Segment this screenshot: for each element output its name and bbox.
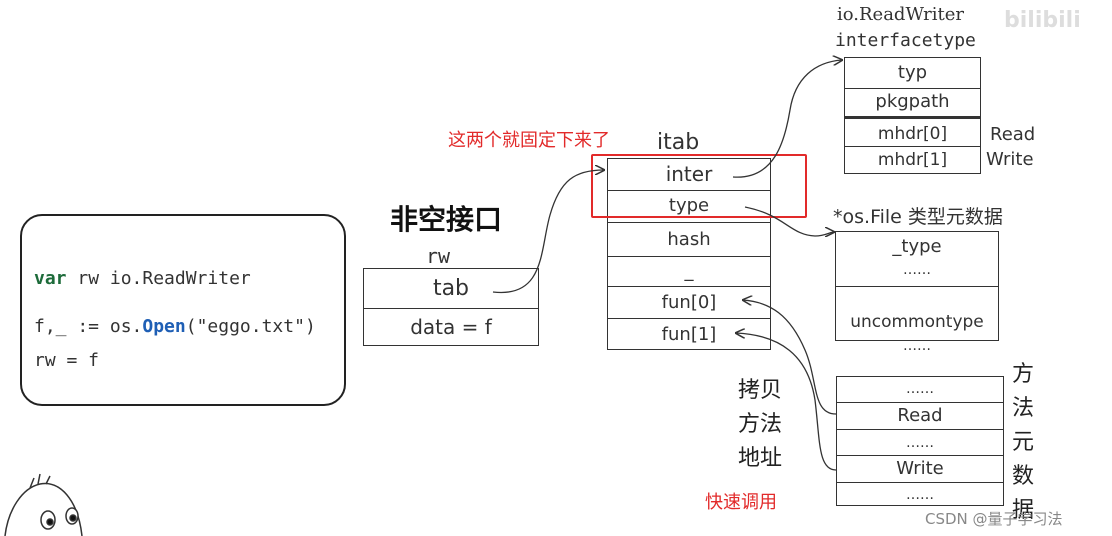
it-row-typ: typ — [897, 62, 928, 83]
method-row-dots-1: …… — [906, 381, 934, 397]
side-read: Read — [990, 124, 1036, 145]
method-label-char-3: 元 — [1011, 430, 1034, 455]
code-line-2-pre: f,_ := os. — [34, 316, 143, 337]
itab-row-blank: _ — [608, 256, 770, 286]
itab-row-type: type — [608, 190, 770, 222]
osfile-title: *os.File 类型元数据 — [833, 206, 1003, 228]
interfacetype-title: interfacetype — [835, 30, 976, 51]
method-row-write: Write — [837, 455, 1003, 482]
method-metadata-label: 方 法 元 数 据 — [1010, 358, 1036, 528]
code-box: var rw io.ReadWriter f,_ := os.Open("egg… — [20, 214, 346, 406]
code-line-2-post: ("eggo.txt") — [185, 316, 316, 337]
copy-label-line-1: 拷贝 — [738, 378, 783, 403]
fixed-note: 这两个就固定下来了 — [448, 130, 610, 151]
it-row-pkgpath: pkgpath — [845, 88, 980, 116]
side-write: Write — [986, 149, 1034, 170]
iface-title: 非空接口 — [390, 203, 503, 236]
method-label-char-4: 数 — [1011, 464, 1034, 489]
doodle-character — [4, 473, 83, 536]
copy-address-label: 拷贝 方法 地址 — [738, 374, 782, 476]
code-line-3: rw = f — [34, 350, 100, 371]
itab-row-inter: inter — [665, 162, 713, 186]
var-keyword: var — [34, 268, 67, 289]
osfile-row-type: _type — [892, 236, 942, 257]
copy-label-line-3: 地址 — [738, 446, 783, 471]
highlight-box — [591, 154, 807, 218]
copy-label-line-2: 方法 — [738, 412, 783, 437]
it-row-mhdr1: mhdr[1] — [845, 146, 980, 174]
method-row-dots-2: …… — [837, 429, 1003, 455]
iface-tab-text: tab — [432, 276, 470, 301]
osfile-after-dots: …… — [903, 338, 931, 354]
osfile-row-dots: …… — [903, 262, 931, 278]
method-row-read: Read — [837, 402, 1003, 429]
it-row-mhdr0: mhdr[0] — [845, 116, 980, 146]
itab-row-fun0: fun[0] — [608, 286, 770, 318]
bilibili-watermark: bilibili — [1004, 8, 1081, 33]
method-label-char-1: 方 — [1011, 362, 1034, 387]
fast-call-note: 快速调用 — [705, 492, 777, 513]
osfile-row-uncommon: uncommontype — [836, 286, 998, 340]
osfile-table: _type …… uncommontype — [835, 231, 999, 341]
iface-tab-cell: tab — [364, 269, 538, 308]
iface-data-cell: data = f — [364, 308, 538, 346]
csdn-watermark: CSDN @量子学习法 — [925, 510, 1063, 528]
code-line-1: var rw io.ReadWriter — [34, 268, 251, 289]
method-label-char-5: 据 — [1011, 498, 1034, 523]
code-line-2: f,_ := os.Open("eggo.txt") — [34, 316, 316, 337]
iface-table: tab data = f — [363, 268, 539, 346]
code-line-1-text: rw io.ReadWriter — [66, 268, 251, 289]
method-label-char-2: 法 — [1011, 396, 1034, 421]
methods-table: …… Read …… Write …… — [836, 376, 1004, 506]
itab-title: itab — [657, 130, 700, 155]
iface-var-label: rw — [426, 244, 451, 268]
itab-row-fun1: fun[1] — [608, 318, 770, 349]
interfacetype-table: typ pkgpath mhdr[0] mhdr[1] — [844, 57, 981, 174]
iotype-title: io.ReadWriter — [837, 4, 965, 25]
itab-row-hash: hash — [608, 222, 770, 256]
method-row-dots-3: …… — [837, 482, 1003, 506]
itab-table: inter type hash _ fun[0] fun[1] — [607, 158, 771, 350]
open-function: Open — [142, 316, 186, 337]
